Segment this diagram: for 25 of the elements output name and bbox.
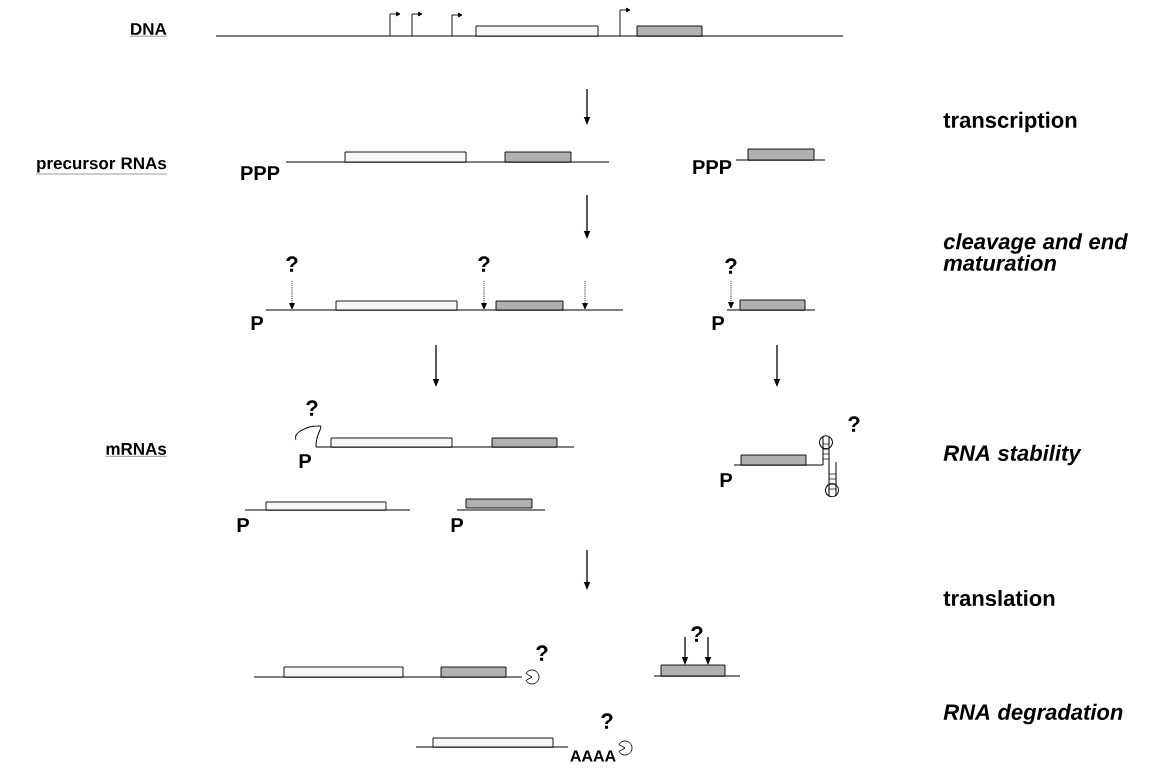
row-label: DNA	[129, 23, 167, 37]
phosphate-label: P	[712, 316, 724, 330]
phosphate-label: P	[299, 454, 311, 468]
stage-label: cleavage and end maturation	[943, 233, 1128, 271]
phosphate-label: P	[451, 518, 463, 532]
question-mark: ?	[725, 258, 737, 274]
question-mark: ?	[691, 626, 703, 642]
phosphate-label: PPP	[693, 160, 732, 174]
row-label: mRNAs	[105, 443, 167, 457]
stage-label: translation	[943, 589, 1055, 607]
phosphate-label: P	[237, 518, 249, 532]
question-mark: ?	[601, 713, 613, 729]
stage-label: transcription	[943, 111, 1077, 133]
phosphate-label: P	[720, 473, 732, 487]
stage-label: RNA stability	[943, 444, 1082, 466]
polya-label: AAAA	[570, 750, 616, 762]
question-mark: ?	[536, 645, 548, 661]
question-mark: ?	[848, 416, 860, 432]
row-label: precursor RNAs	[35, 157, 167, 175]
question-mark: ?	[286, 256, 298, 272]
phosphate-label: P	[251, 316, 263, 330]
stage-label: RNA degradation	[943, 703, 1123, 725]
phosphate-label: PPP	[241, 166, 280, 180]
question-mark: ?	[478, 256, 490, 272]
question-mark: ?	[306, 400, 318, 416]
